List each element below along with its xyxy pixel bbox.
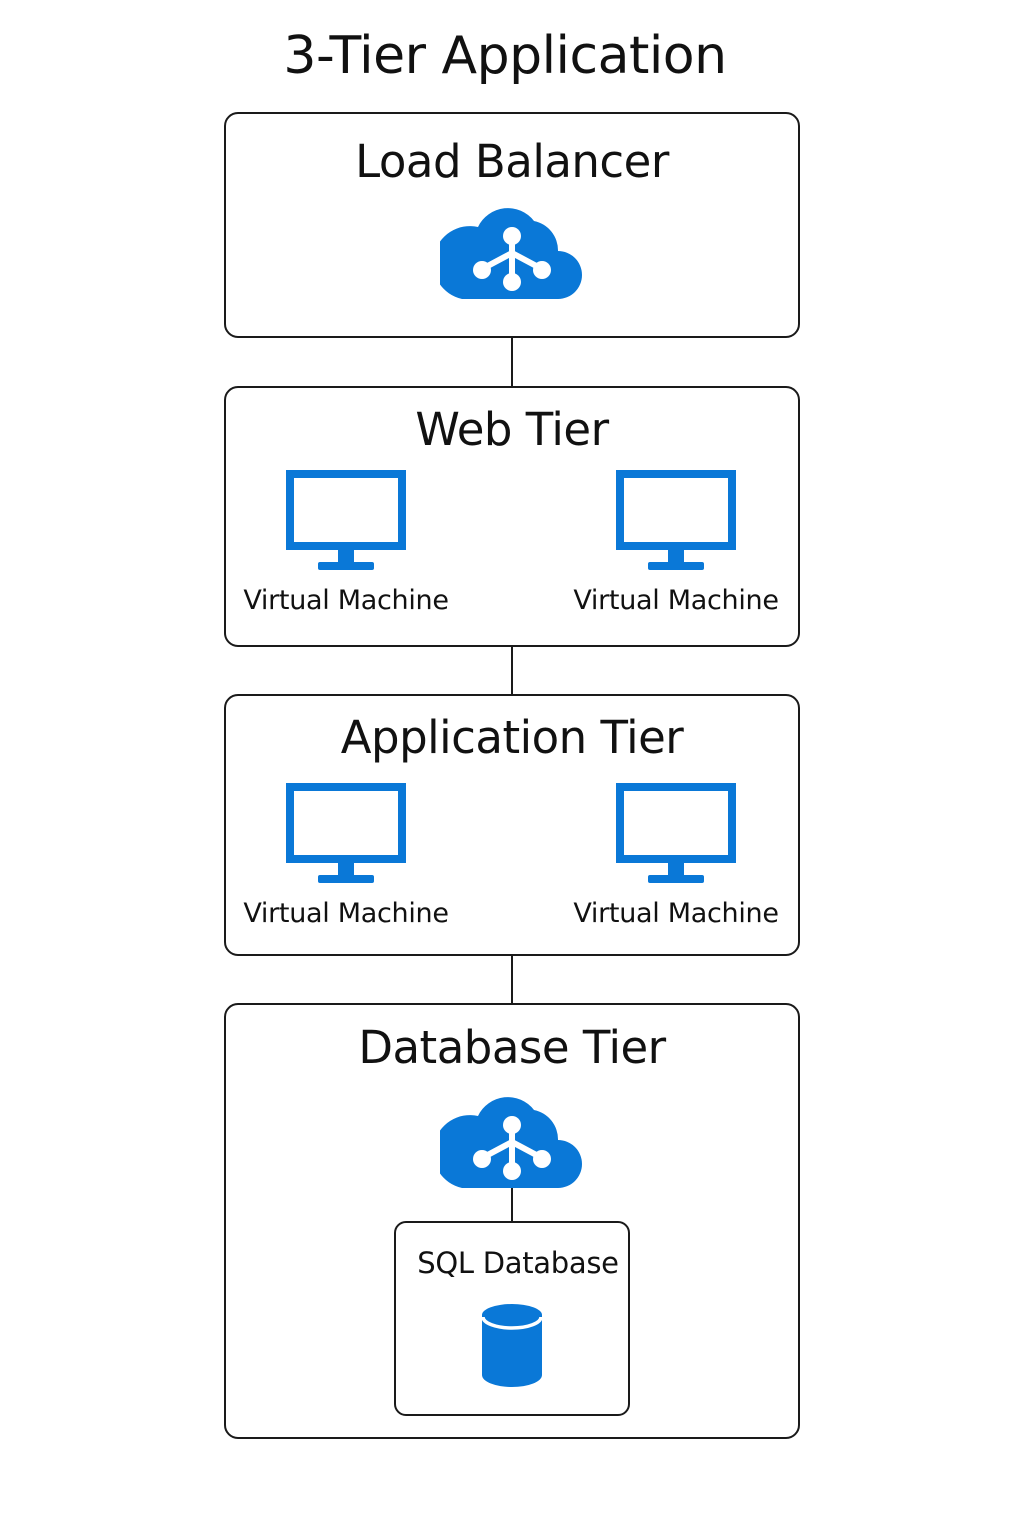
web-vm-2[interactable]: Virtual Machine bbox=[556, 470, 796, 618]
database-cylinder-icon bbox=[481, 1304, 543, 1387]
monitor-icon bbox=[616, 783, 736, 885]
sql-database-label: SQL Database bbox=[417, 1246, 619, 1280]
monitor-icon bbox=[286, 470, 406, 572]
load-balancer-cloud-icon bbox=[440, 1088, 584, 1190]
monitor-icon bbox=[616, 470, 736, 572]
load-balancer-tier-box[interactable]: Load Balancer bbox=[224, 112, 800, 338]
monitor-icon bbox=[286, 783, 406, 885]
app-vm-1[interactable]: Virtual Machine bbox=[226, 783, 466, 931]
database-tier-title: Database Tier bbox=[358, 1021, 666, 1074]
app-vm-2[interactable]: Virtual Machine bbox=[556, 783, 796, 931]
app-vm-1-label: Virtual Machine bbox=[243, 898, 449, 929]
app-vm-2-label: Virtual Machine bbox=[573, 898, 779, 929]
application-tier-title: Application Tier bbox=[340, 711, 684, 764]
application-tier-box[interactable]: Application Tier bbox=[224, 694, 800, 956]
web-vm-1-label: Virtual Machine bbox=[243, 585, 449, 616]
load-balancer-cloud-icon bbox=[440, 199, 584, 301]
connector-web-app bbox=[511, 646, 513, 696]
web-vm-2-label: Virtual Machine bbox=[573, 585, 779, 616]
connector-app-db bbox=[511, 955, 513, 1005]
web-tier-title: Web Tier bbox=[415, 403, 609, 456]
load-balancer-title: Load Balancer bbox=[355, 135, 669, 188]
sql-database-box[interactable]: SQL Database bbox=[394, 1221, 630, 1416]
connector-cloud-sql bbox=[511, 1188, 513, 1222]
diagram-title: 3-Tier Application bbox=[283, 26, 727, 86]
connector-lb-web bbox=[511, 337, 513, 388]
web-vm-1[interactable]: Virtual Machine bbox=[226, 470, 466, 618]
